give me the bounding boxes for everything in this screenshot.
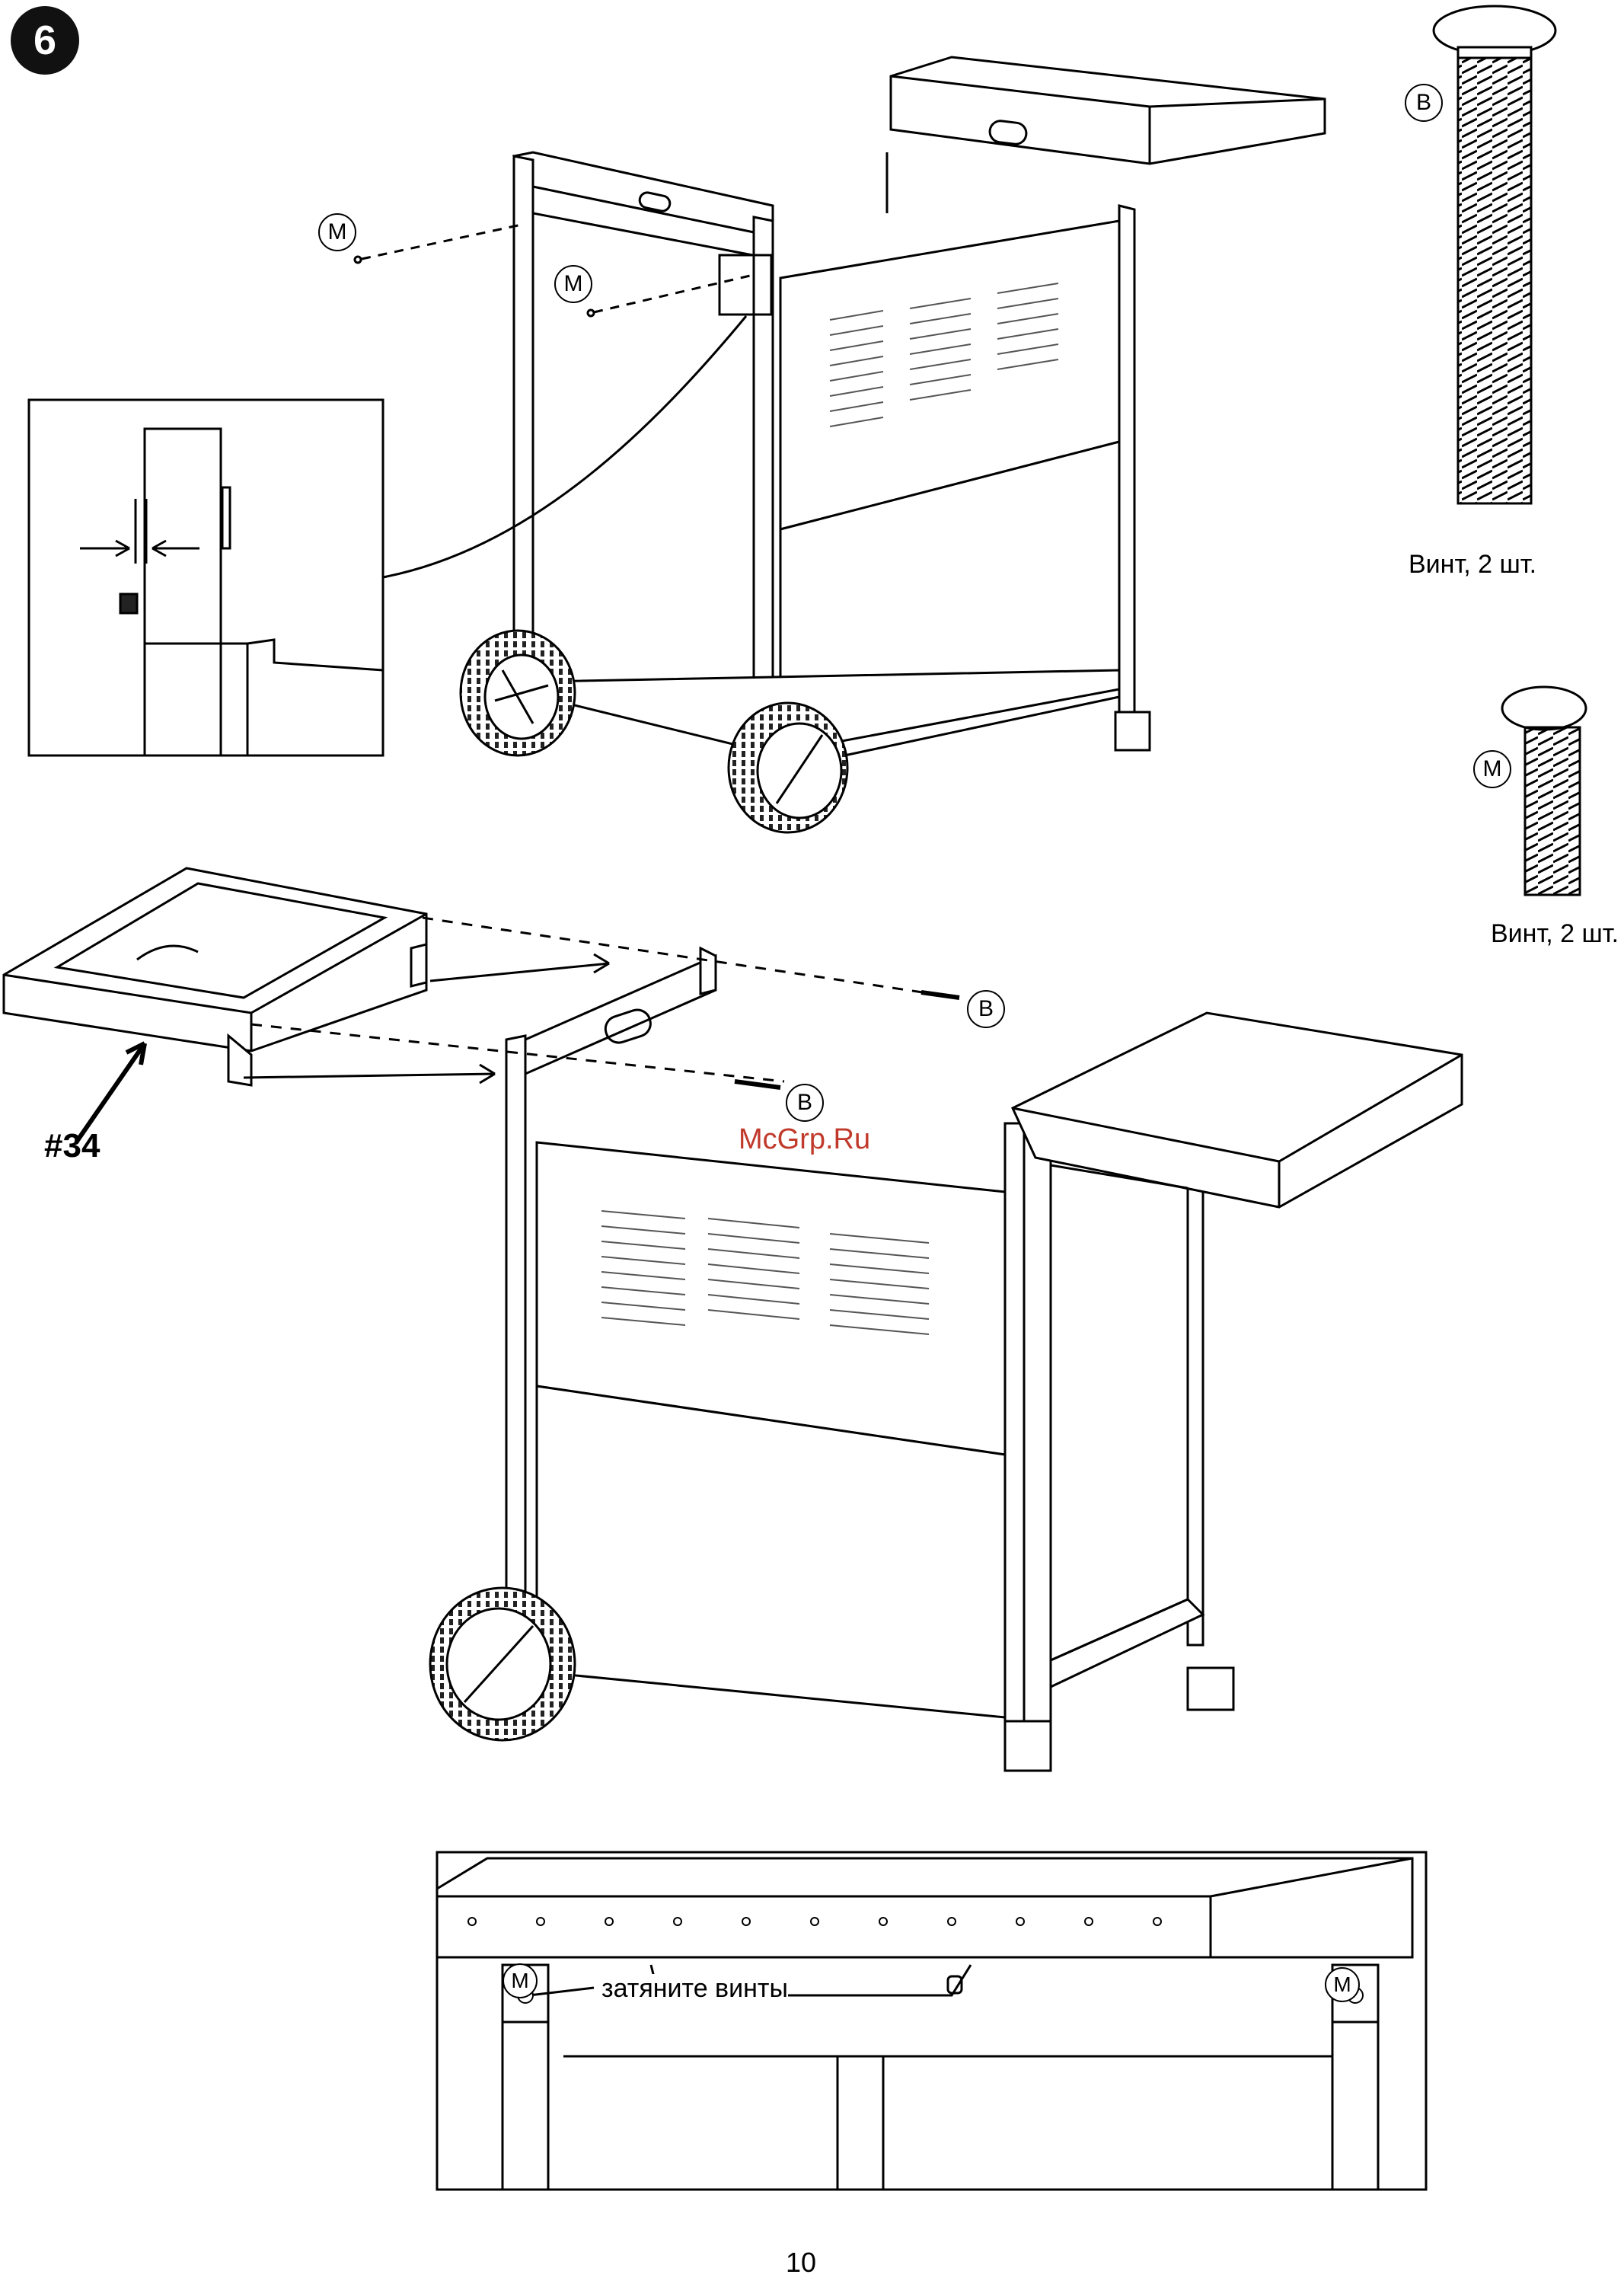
long-screw-icon (1434, 6, 1555, 503)
callout-m-inset-left: M (503, 1963, 538, 1998)
fastener-m-letter: M (1473, 750, 1511, 788)
watermark: McGrp.Ru (739, 1123, 870, 1156)
short-screw-icon (1502, 687, 1586, 895)
wheel-main (430, 1588, 575, 1740)
wheel-front-top (729, 703, 847, 832)
tighten-screws-label: затяните винты (601, 1974, 788, 2004)
cart-assembly-top (514, 57, 1325, 792)
part-number-label: #34 (44, 1127, 100, 1165)
callout-b-2: B (786, 1084, 824, 1122)
callout-m-1: M (318, 213, 356, 251)
wheel-rear-top (461, 631, 575, 755)
step-number-badge: 6 (11, 6, 79, 75)
page-number: 10 (786, 2247, 816, 2279)
cart-assembly-main (4, 868, 1462, 1771)
callout-m-inset-right: M (1325, 1967, 1360, 2002)
callout-m-2: M (554, 265, 592, 303)
callout-b-1: B (967, 990, 1005, 1028)
fastener-b-letter: B (1405, 84, 1443, 122)
fastener-b-caption: Винт, 2 шт. (1409, 550, 1536, 580)
fastener-m-caption: Винт, 2 шт. (1491, 919, 1619, 949)
detail-inset-bottom (437, 1852, 1426, 2190)
